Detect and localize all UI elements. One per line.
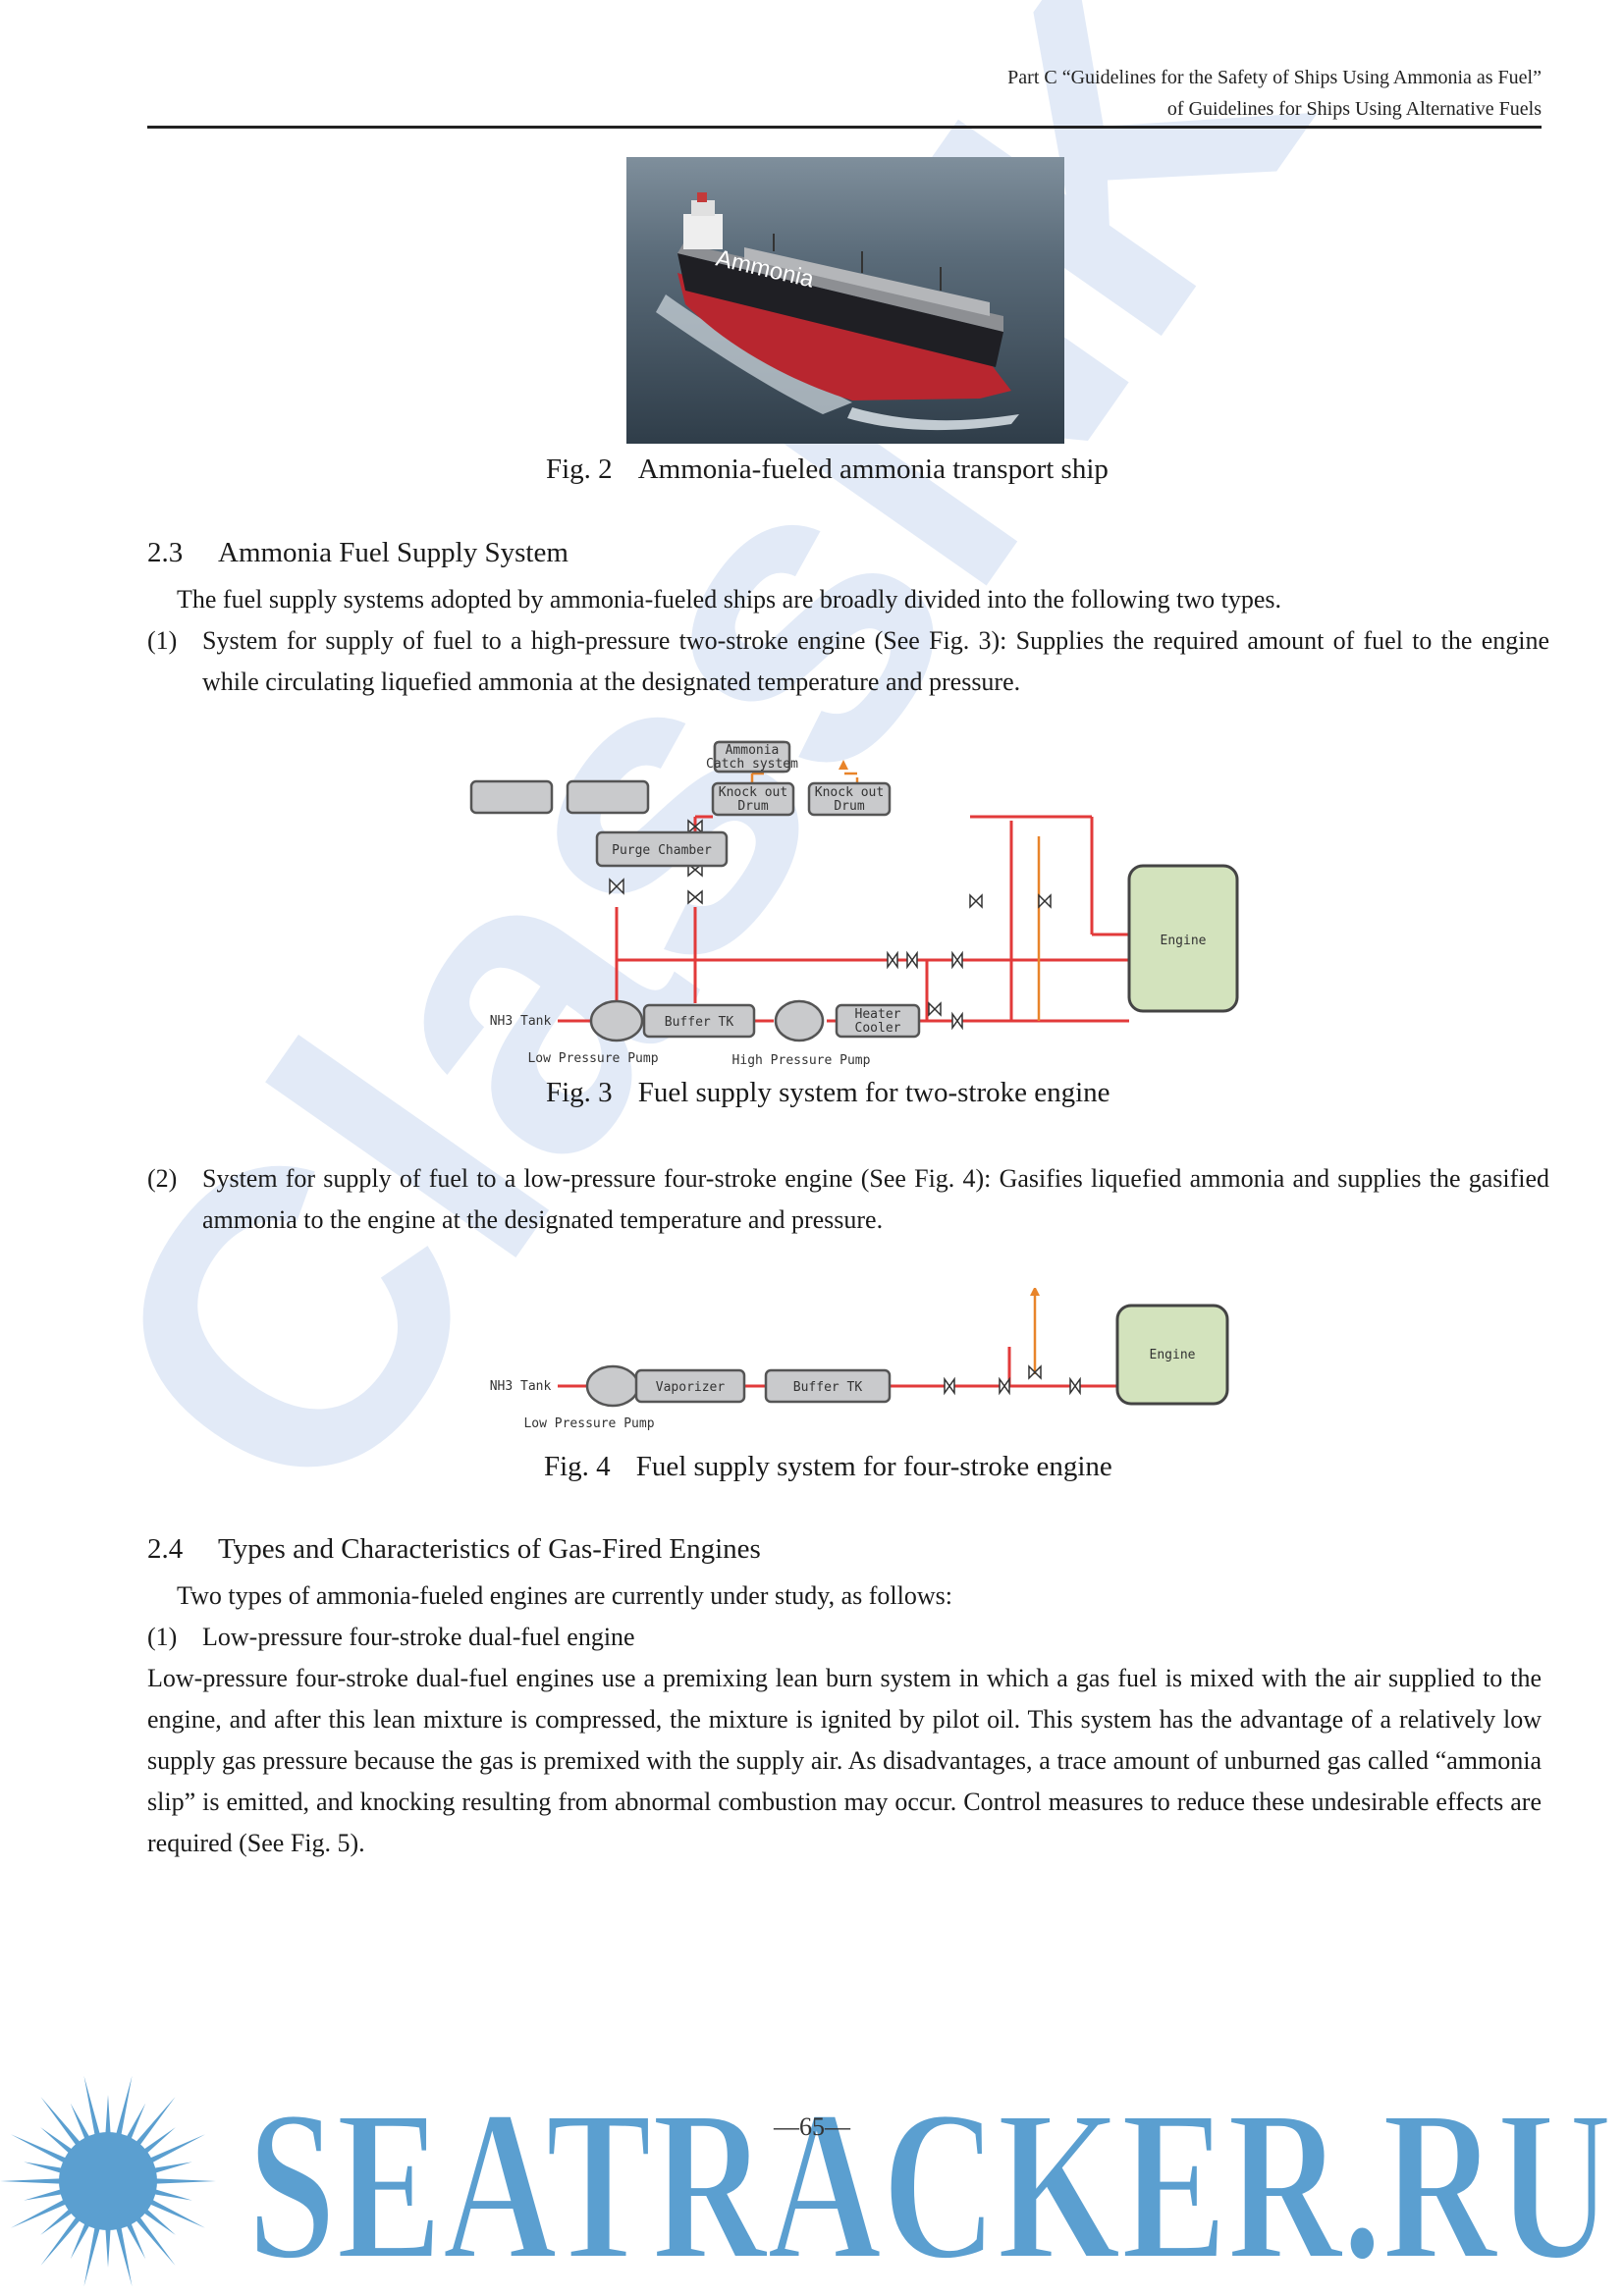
section-2-3-intro: The fuel supply systems adopted by ammon… xyxy=(177,585,1282,614)
fig4-tank-label: NH3 Tank xyxy=(490,1379,552,1394)
knockout-drum-1-shape xyxy=(711,781,795,817)
lp-pump-label: Low Pressure Pump xyxy=(527,1051,658,1066)
sun-ray xyxy=(151,2188,192,2201)
sun-ray xyxy=(125,2220,146,2260)
fig4-diagram: NH3 Tank Vaporizer Buffer TK Engine Low … xyxy=(490,1288,1229,1431)
knock2-label-1: Knock out xyxy=(815,785,884,800)
sun-ray xyxy=(24,2188,65,2201)
fig4-buffer-label: Buffer TK xyxy=(793,1380,863,1395)
sun-ray xyxy=(40,2127,75,2156)
running-header-line1: Part C “Guidelines for the Safety of Shi… xyxy=(1007,67,1542,88)
section-2-3-heading: 2.3 Ammonia Fuel Supply System xyxy=(147,537,568,569)
section-2-4-item-1-number: (1) xyxy=(147,1623,178,1651)
sun-ray xyxy=(70,2220,91,2260)
engine-box xyxy=(1127,864,1239,1013)
fig4-engine-label: Engine xyxy=(1150,1348,1196,1362)
item-2-text: System for supply of fuel to a low-press… xyxy=(202,1164,1549,1234)
sun-ray xyxy=(40,2215,82,2267)
knock2-label-2: Drum xyxy=(834,799,864,814)
sun-ray xyxy=(115,2075,133,2138)
high-pressure-pump-symbol xyxy=(774,999,825,1042)
sun-ray xyxy=(83,2224,101,2287)
heater-cooler-box xyxy=(835,1003,921,1039)
fig3-number: Fig. 3 xyxy=(546,1077,613,1108)
section-2-4-body: Low-pressure four-stroke dual-fuel engin… xyxy=(147,1664,1542,1857)
catch-label-2: Catch system xyxy=(706,757,798,772)
fig2-caption: Fig. 2 Ammonia-fueled ammonia transport s… xyxy=(546,454,1109,486)
seatracker-logo: SEATRACKER.RU xyxy=(0,2063,1614,2296)
section-2-3-title: Ammonia Fuel Supply System xyxy=(218,537,568,568)
knock1-label-2: Drum xyxy=(737,799,768,814)
tank-label: NH3 Tank xyxy=(490,1014,552,1029)
section-2-4-item-1-title: Low-pressure four-stroke dual-fuel engin… xyxy=(202,1623,635,1651)
sun-ray xyxy=(134,2096,176,2148)
running-header-line2: of Guidelines for Ships Using Alternativ… xyxy=(1166,98,1542,120)
sun-ray xyxy=(147,2198,206,2228)
sun-ray xyxy=(24,2162,65,2174)
sun-ray xyxy=(134,2215,176,2267)
sun-ray xyxy=(147,2134,206,2164)
fig2-title: Ammonia-fueled ammonia transport ship xyxy=(637,454,1109,485)
page-number: —65— xyxy=(774,2112,850,2141)
knockout-drum-2-box xyxy=(566,779,650,815)
fig4-lp-pump-label: Low Pressure Pump xyxy=(523,1416,654,1431)
section-2-4-title: Types and Characteristics of Gas-Fired E… xyxy=(218,1533,761,1565)
sunburst-icon xyxy=(0,2075,216,2287)
heater-label-2: Cooler xyxy=(855,1021,901,1036)
fig3-title: Fuel supply system for two-stroke engine xyxy=(637,1077,1110,1108)
buffer-tank-box xyxy=(642,1003,756,1039)
fig3-diagram: Ammonia Catch system Knock out Drum Knoc… xyxy=(469,740,1239,1068)
item-2-number: (2) xyxy=(147,1164,178,1193)
section-2-4-heading: 2.4 Types and Characteristics of Gas-Fire… xyxy=(147,1533,761,1566)
sun-ray xyxy=(105,2095,111,2137)
purge-label: Purge Chamber xyxy=(612,843,712,858)
section-2-4-intro: Two types of ammonia-fueled engines are … xyxy=(177,1581,952,1610)
catch-label-1: Ammonia xyxy=(726,743,780,758)
sun-ray xyxy=(70,2103,91,2142)
sun-ray xyxy=(83,2075,101,2138)
catch-system-shape xyxy=(713,740,791,774)
sun-ray xyxy=(125,2103,146,2142)
sun-ray xyxy=(10,2134,69,2164)
section-2-4-number: 2.4 xyxy=(147,1533,184,1565)
buffer-label: Buffer TK xyxy=(665,1015,734,1030)
sun-ray xyxy=(151,2162,192,2174)
knockout-drum-2-shape xyxy=(807,781,892,817)
fig4-title: Fuel supply system for four-stroke engin… xyxy=(635,1451,1112,1482)
low-pressure-pump-symbol xyxy=(589,999,644,1042)
fig4-number: Fig. 4 xyxy=(544,1451,611,1482)
sun-ray xyxy=(115,2224,133,2287)
sun-ray xyxy=(141,2207,176,2235)
hp-pump-label: High Pressure Pump xyxy=(732,1053,871,1068)
fig4-buffer-box xyxy=(764,1368,892,1404)
knock1-label-1: Knock out xyxy=(719,785,787,800)
sun-core xyxy=(59,2132,157,2230)
item-1-number: (1) xyxy=(147,626,178,655)
fig4-vaporizer-label: Vaporizer xyxy=(656,1380,726,1395)
header-rule xyxy=(147,126,1542,129)
ammonia-ship-photo: Ammonia xyxy=(626,157,1064,444)
engine-label: Engine xyxy=(1161,934,1207,948)
sun-ray xyxy=(0,2178,64,2184)
sun-ray xyxy=(40,2096,82,2148)
heater-label-1: Heater xyxy=(855,1007,901,1022)
sun-ray xyxy=(141,2127,176,2156)
vaporizer-box xyxy=(634,1368,746,1404)
sun-ray xyxy=(10,2198,69,2228)
sun-ray xyxy=(40,2207,75,2235)
fig4-pump-symbol xyxy=(585,1364,640,1408)
purge-chamber-box xyxy=(595,830,729,868)
item-1-text: System for supply of fuel to a high-pres… xyxy=(202,626,1549,696)
logo-text: SEATRACKER.RU xyxy=(247,2065,1612,2296)
knockout-drum-1-box xyxy=(469,779,554,815)
fig2-number: Fig. 2 xyxy=(546,454,613,485)
fig3-caption: Fig. 3 Fuel supply system for two-stroke … xyxy=(546,1077,1110,1109)
fig4-caption: Fig. 4 Fuel supply system for four-stroke… xyxy=(544,1451,1112,1483)
fig4-engine-box xyxy=(1115,1304,1229,1406)
sun-ray xyxy=(105,2225,111,2268)
section-2-3-number: 2.3 xyxy=(147,537,184,568)
sun-ray xyxy=(152,2178,216,2184)
